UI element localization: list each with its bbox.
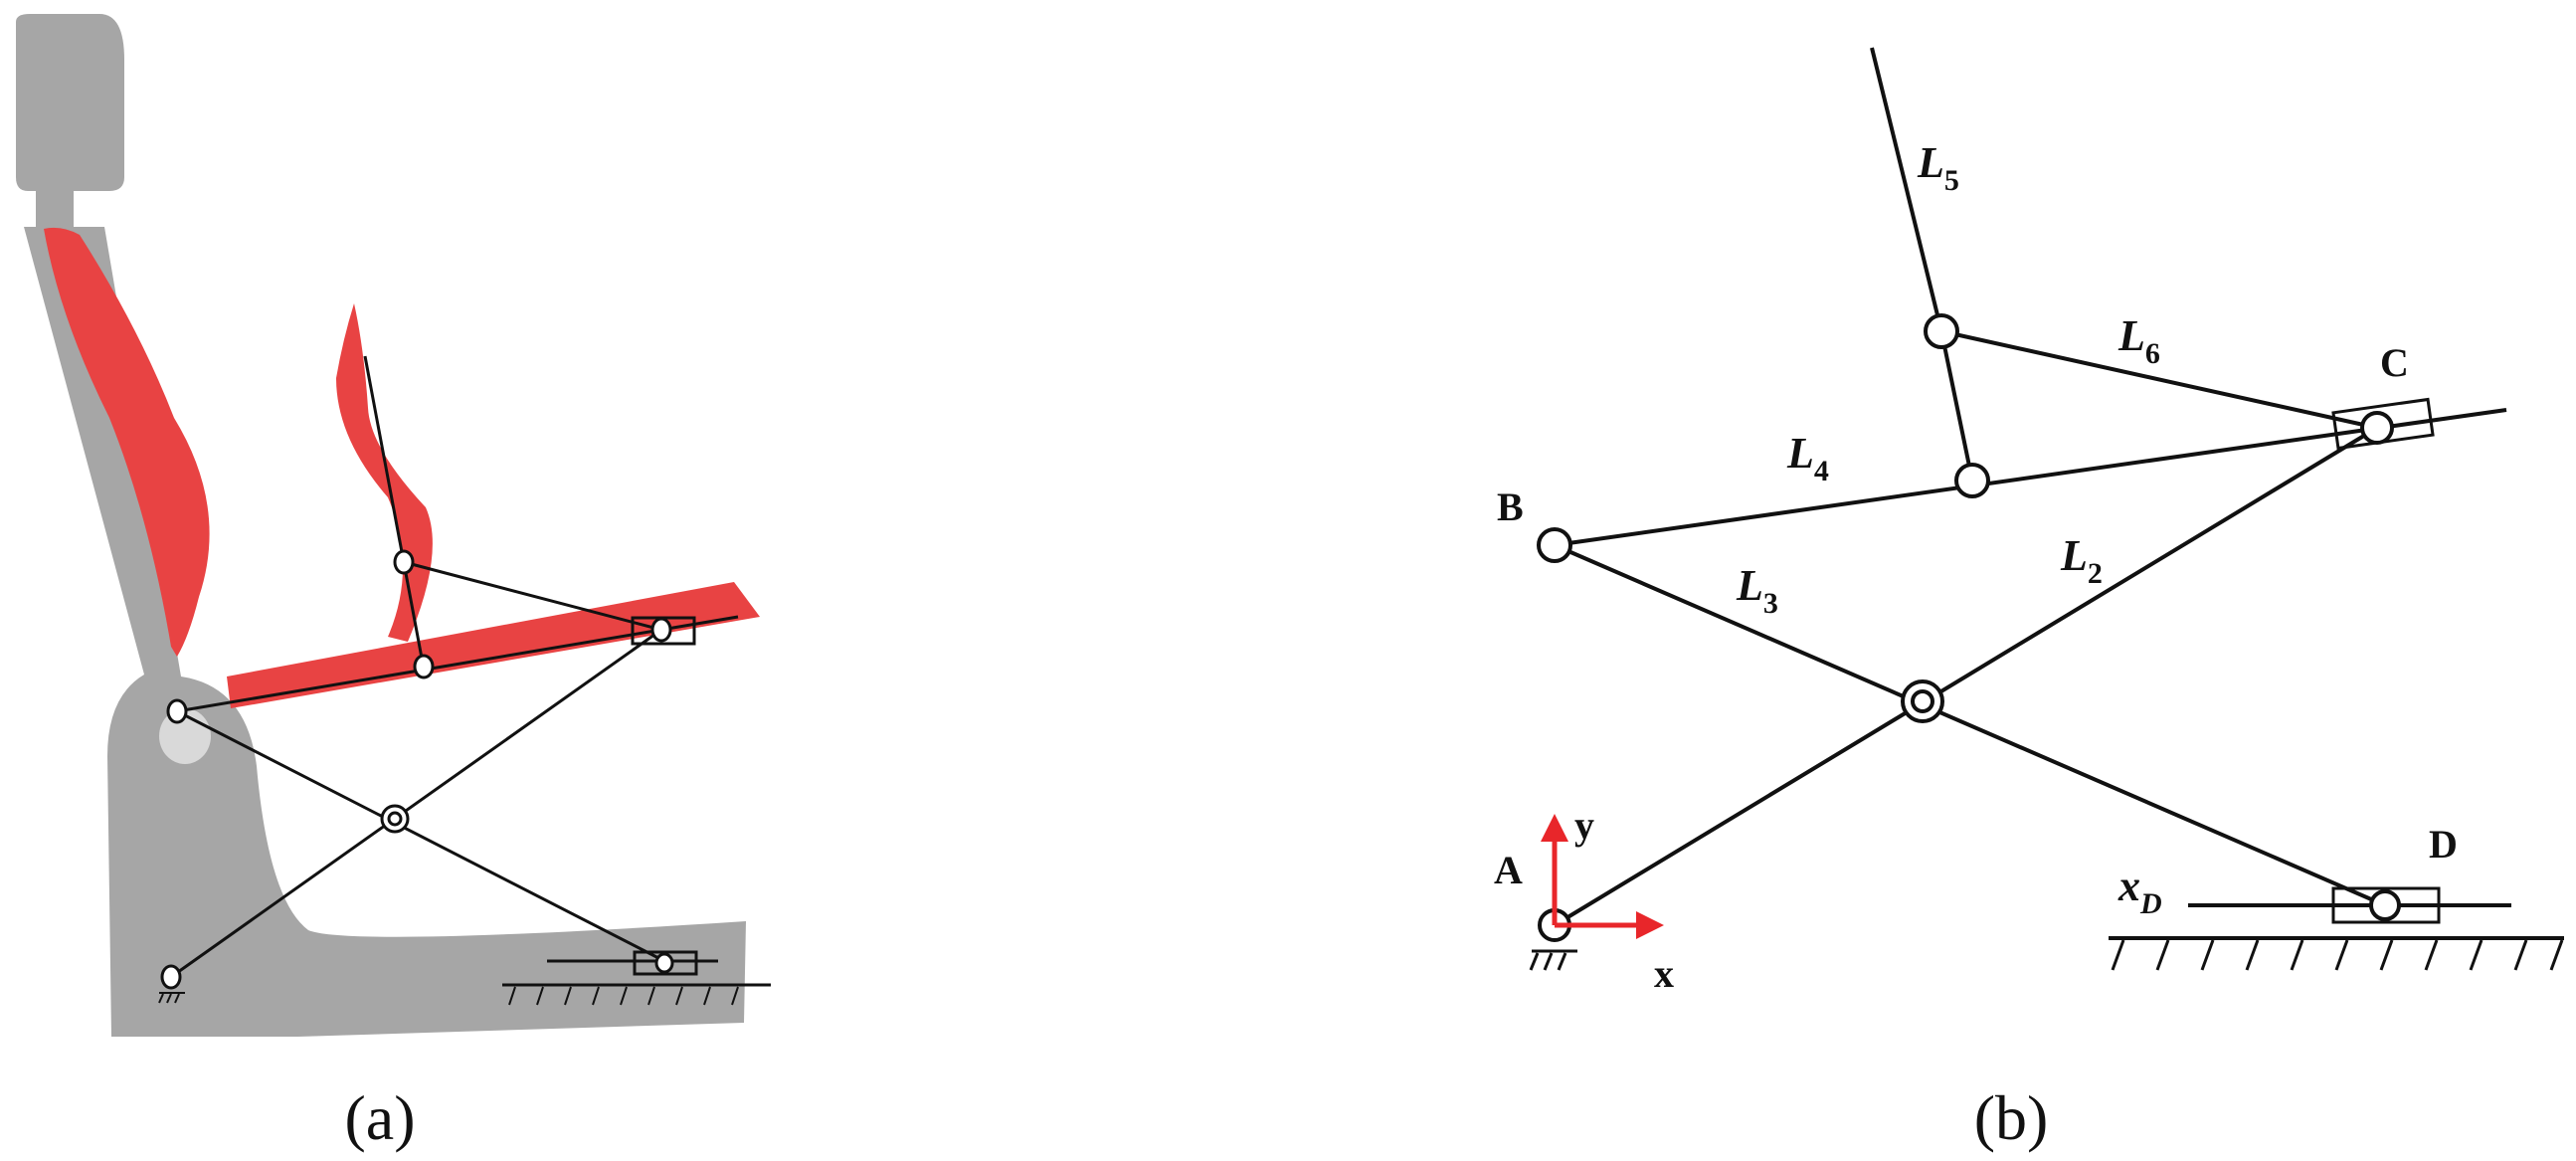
ground-symbol-a: [158, 992, 185, 1004]
link-l6-label: L6: [2117, 311, 2160, 370]
joint-c-a: [650, 617, 672, 643]
joint-b-a: [166, 698, 188, 724]
x-arrow-head: [1636, 911, 1664, 939]
slider-xd-label: xD: [2117, 862, 2162, 920]
slider-d-b: [2331, 886, 2441, 924]
joint-mid-a: [413, 654, 435, 679]
joint-upper-a: [393, 549, 415, 575]
link-l4: [1554, 408, 2507, 547]
link-l2: [1553, 426, 2379, 927]
coordinate-axes: [1541, 814, 1664, 939]
link-l5: [1870, 47, 1943, 332]
headrest: [16, 14, 124, 191]
axis-x-label: x: [1654, 951, 1674, 996]
link-l4-label: L4: [1786, 429, 1829, 487]
pivot-center-inner-a: [387, 811, 403, 827]
point-a-label: A: [1494, 848, 1523, 892]
link-l6: [1940, 329, 2378, 430]
joint-d: [2369, 889, 2401, 921]
slider-d-a: [633, 950, 698, 976]
joints-a: [160, 549, 674, 990]
joint-l5-l6: [1924, 313, 1959, 349]
point-c-label: C: [2380, 340, 2409, 385]
linkage-lines-b: [1553, 47, 2564, 940]
link-upright: [1939, 330, 1974, 482]
point-b-label: B: [1497, 484, 1524, 529]
pivot-center-inner: [1911, 689, 1934, 713]
link-l5-label: L5: [1917, 138, 1959, 197]
moving-back-cushion: [336, 303, 433, 642]
panel-a-seat-illustration: [16, 14, 771, 1037]
seat-frame: [24, 227, 746, 1037]
link-l3: [1554, 543, 2386, 907]
headrest-post: [36, 191, 74, 227]
ground-symbol-a-b: [1529, 949, 1577, 971]
joints-b: [1537, 313, 2401, 942]
back-cushion: [44, 227, 210, 657]
link-l3-label: L3: [1736, 561, 1778, 620]
ground-hatch-b: [2111, 939, 2564, 971]
linkage-lines-a: [170, 355, 771, 987]
joint-c: [2360, 411, 2394, 445]
joint-d-a: [654, 952, 674, 974]
ground-hatch-a: [508, 986, 739, 1006]
link-l2-label: L2: [2060, 531, 2103, 590]
panel-b-kinematic-diagram: [1529, 47, 2564, 971]
y-arrow-head: [1541, 814, 1568, 842]
caption-a: (a): [344, 1082, 415, 1153]
axis-y-label: y: [1574, 803, 1594, 848]
seat-cushion: [227, 582, 760, 708]
joint-l4-upright: [1954, 463, 1990, 498]
joint-b: [1537, 527, 1572, 563]
point-d-label: D: [2429, 822, 2458, 867]
labels: (a) (b) A B C D y x L5 L6 L4 L2 L3 xD: [344, 138, 2457, 1153]
caption-b: (b): [1974, 1082, 2049, 1153]
joint-a-a: [160, 964, 182, 990]
